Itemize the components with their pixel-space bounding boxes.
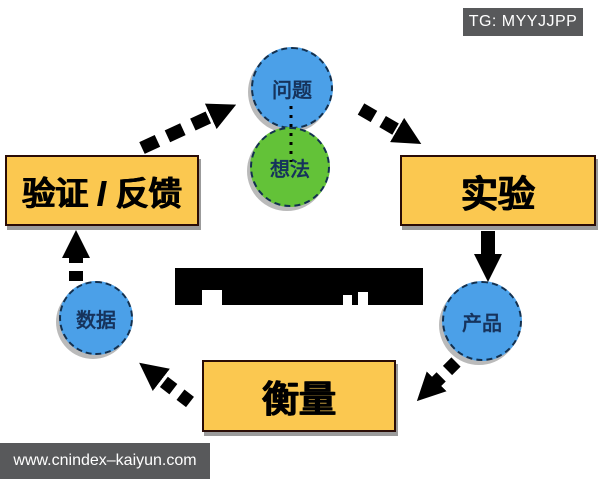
- node-product: 产品: [442, 281, 522, 361]
- node-idea: 想法: [250, 127, 330, 207]
- node-idea-label: 想法: [270, 158, 310, 181]
- tg-badge: TG: MYYJJPP: [463, 8, 583, 36]
- arrow-validate-to-problem: [139, 103, 237, 154]
- redaction-notch: [343, 295, 352, 305]
- node-data: 数据: [59, 281, 133, 355]
- node-experiment-label: 实验: [461, 173, 535, 215]
- arrow-measure-to-data: [139, 362, 194, 408]
- watermark-badge: www.cnindex–kaiyun.com: [0, 443, 210, 479]
- node-validate-feedback: 验证 / 反馈: [5, 155, 199, 226]
- redacted-text-bar: [175, 268, 423, 305]
- watermark-label: www.cnindex–kaiyun.com: [13, 452, 197, 469]
- node-problem: 问题: [251, 47, 333, 129]
- node-measure: 衡量: [202, 360, 396, 432]
- node-measure-label: 衡量: [262, 379, 336, 420]
- redaction-notch: [358, 292, 368, 305]
- node-data-label: 数据: [76, 309, 116, 332]
- arrow-product-to-measure: [416, 357, 461, 402]
- arrow-idea-to-experiment: [357, 103, 422, 145]
- node-validate-feedback-label: 验证 / 反馈: [22, 174, 182, 212]
- redaction-notch: [202, 290, 222, 305]
- node-problem-label: 问题: [272, 79, 312, 102]
- node-product-label: 产品: [462, 312, 502, 335]
- tg-badge-label: TG: MYYJJPP: [468, 13, 578, 30]
- node-experiment: 实验: [400, 155, 596, 226]
